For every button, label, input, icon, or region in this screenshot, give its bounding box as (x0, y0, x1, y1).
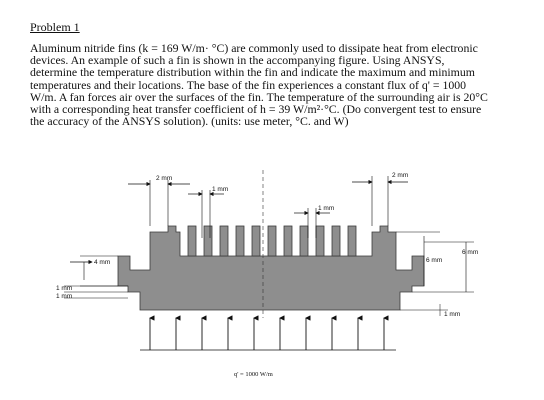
dim-fin-thickness: 1 mm (188, 186, 228, 238)
fin (315, 225, 325, 257)
fin (251, 225, 261, 257)
dim-label: 6 mm (426, 257, 442, 264)
fin (299, 225, 309, 257)
problem-line: determine the temperature distribution w… (30, 65, 475, 80)
fin-body (117, 225, 425, 311)
problem-line: W/m. A fan forces air over the surfaces … (30, 89, 488, 104)
dim-label: 2 mm (392, 172, 408, 179)
dim-inner-height: 6 mm (396, 231, 442, 286)
problem-title: Problem 1 (30, 20, 80, 34)
problem-line: with a corresponding heat transfer coeff… (30, 102, 482, 117)
heat-flux-arrows (140, 315, 396, 351)
dim-label: 6 mm (462, 249, 478, 256)
fin (187, 225, 197, 257)
fin (267, 225, 277, 257)
fin (219, 225, 229, 257)
dim-top-right: 2 mm (352, 172, 408, 226)
dim-label: 1 mm (318, 205, 334, 212)
dim-label: 1 mm (56, 293, 72, 300)
problem-line: the accuracy of the ANSYS solution). (un… (30, 114, 349, 129)
dim-base-height: 4 mm (70, 255, 118, 287)
dim-bottom-right: 1 mm (400, 304, 460, 318)
fin (283, 225, 293, 257)
heat-flux-label: q' = 1000 W/m (234, 371, 273, 378)
dim-label: 1 mm (56, 285, 72, 292)
dim-label: 1 mm (212, 186, 228, 193)
problem-statement: Aluminum nitride fins (k = 169 W/m· °C) … (30, 41, 530, 129)
problem-line: Aluminum nitride fins (k = 169 W/m· °C) … (30, 41, 478, 55)
dim-label: 4 mm (94, 259, 110, 266)
fin (347, 225, 357, 257)
dim-label: 1 mm (444, 311, 460, 318)
dim-left-steps: 1 mm 1 mm (56, 285, 128, 300)
problem-line: temperatures and their locations. The ba… (30, 77, 467, 92)
dim-top-left: 2 mm (128, 175, 190, 226)
problem-line: devices. An example of such a fin is sho… (30, 53, 445, 68)
fin (203, 225, 213, 257)
dim-outer-height: 6 mm (412, 241, 478, 293)
dim-label: 2 mm (156, 175, 172, 182)
fin (235, 225, 245, 257)
fin (331, 225, 341, 257)
dim-fin-gap: 1 mm (294, 205, 334, 238)
